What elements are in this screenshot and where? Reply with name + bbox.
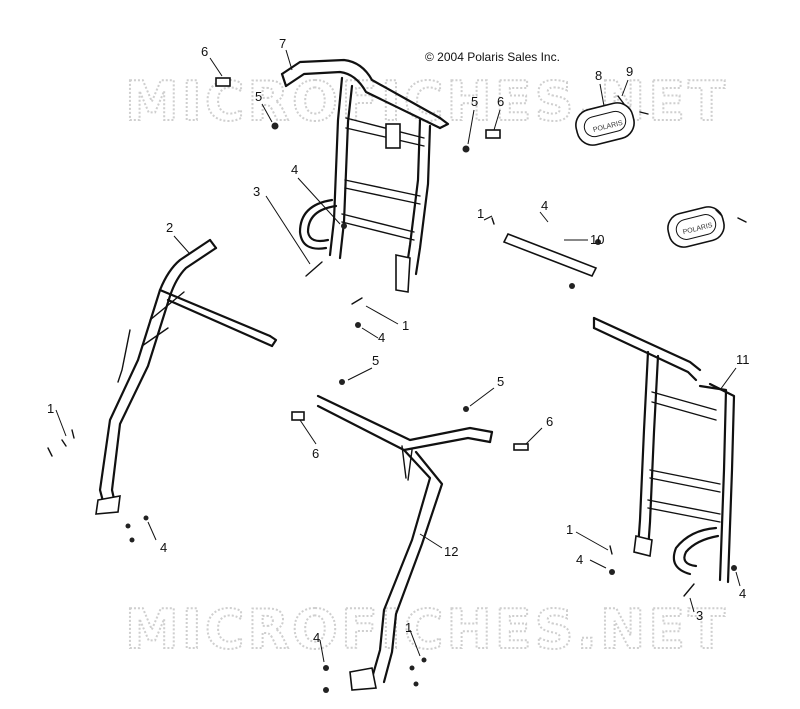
watermark-bottom: MICROFICHES.NET (125, 598, 728, 661)
callout-1: 1 (402, 318, 409, 333)
callout-4: 4 (160, 540, 167, 555)
rear-cage-frame-7 (280, 58, 450, 293)
light-assembly-8: POLARIS (575, 102, 635, 146)
callout-6: 6 (201, 44, 208, 59)
callout-1: 1 (47, 401, 54, 416)
callout-6: 6 (497, 94, 504, 109)
callout-3: 3 (253, 184, 260, 199)
callout-1: 1 (477, 206, 484, 221)
callout-4: 4 (576, 552, 583, 567)
callout-7: 7 (279, 36, 286, 51)
callout-1: 1 (566, 522, 573, 537)
callout-9: 9 (626, 64, 633, 79)
callout-10: 10 (590, 232, 604, 247)
callout-4: 4 (541, 198, 548, 213)
callout-5: 5 (471, 94, 478, 109)
front-left-cage-frame-2 (95, 238, 278, 515)
callout-4: 4 (378, 330, 385, 345)
callout-2: 2 (166, 220, 173, 235)
callout-4: 4 (313, 630, 320, 645)
hardware-items (47, 77, 747, 693)
callout-6: 6 (312, 446, 319, 461)
bracket-bar-10 (502, 232, 601, 289)
callout-1: 1 (405, 620, 412, 635)
callout-labels: 6 7 8 9 5 5 6 4 3 2 1 4 10 1 4 5 5 1 6 6… (47, 36, 750, 645)
callout-5: 5 (372, 353, 379, 368)
copyright-text: © 2004 Polaris Sales Inc. (425, 50, 560, 64)
light-assembly-8b: POLARIS (667, 206, 725, 248)
callout-4: 4 (291, 162, 298, 177)
callout-5: 5 (255, 89, 262, 104)
callout-11: 11 (736, 352, 750, 367)
callout-12: 12 (444, 544, 458, 559)
callout-3: 3 (696, 608, 703, 623)
callout-6: 6 (546, 414, 553, 429)
leader-lines (55, 49, 741, 663)
callout-5: 5 (497, 374, 504, 389)
callout-8: 8 (595, 68, 602, 83)
right-rear-cage-frame-11 (592, 316, 736, 584)
center-cage-frame-12 (316, 394, 494, 691)
callout-4: 4 (739, 586, 746, 601)
